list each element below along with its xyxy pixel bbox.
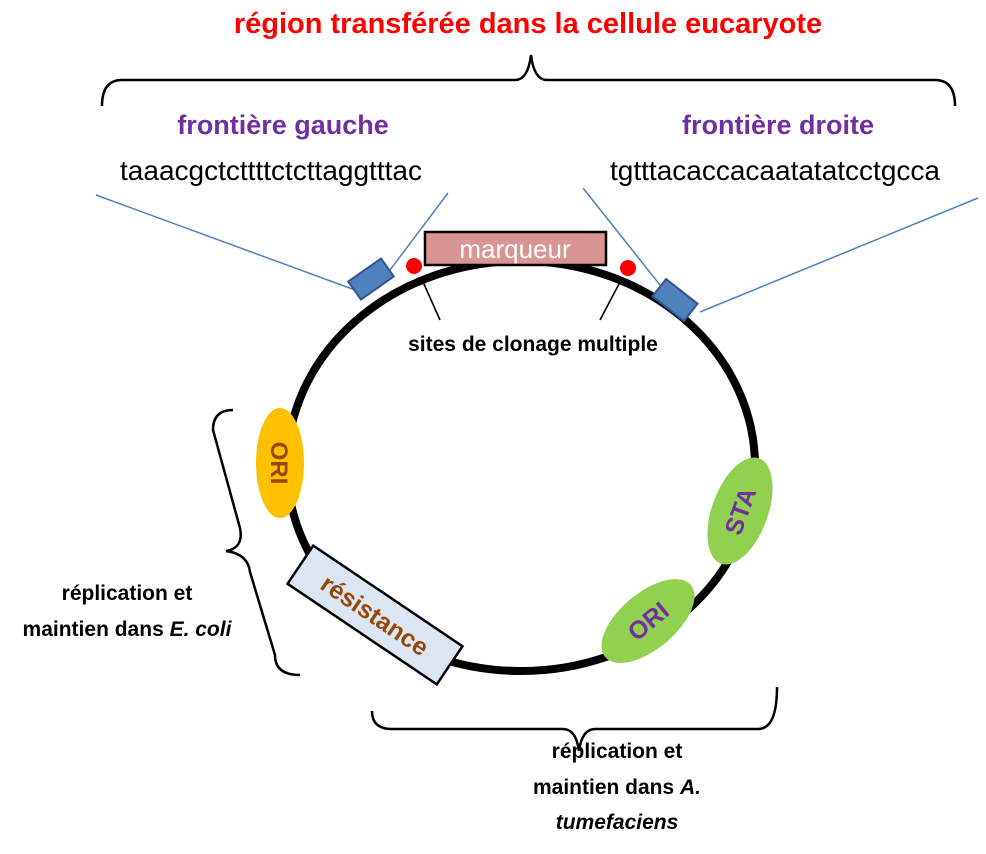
cloning-site-left (406, 258, 422, 274)
left-border-sequence: taaacgctcttttctcttaggtttac (120, 155, 422, 186)
marker-box (423, 230, 608, 267)
ori-ecoli-label: ORI (265, 442, 292, 485)
marker-label: marqueur (459, 234, 571, 264)
ecoli-replication-species: E. coli (170, 618, 233, 641)
left-border-box (346, 257, 396, 301)
bottom-brace (370, 686, 779, 752)
resistance-gene: résistance (285, 543, 465, 687)
top-brace (100, 54, 957, 107)
agro-replication-line2: maintien dans A. (533, 776, 701, 799)
right-border-box (651, 277, 699, 323)
arrow-left (417, 275, 441, 321)
ori-agro: ORI (601, 579, 695, 663)
ecoli-replication-line2-prefix: maintien dans (23, 618, 170, 641)
sta-element: STA (707, 457, 773, 565)
left-brace (211, 408, 301, 677)
right-border-sequence: tgtttacaccacaatatatcctgcca (610, 155, 940, 186)
ecoli-replication-line1: réplication et (62, 582, 193, 605)
cloning-site-right (620, 260, 636, 276)
guide-lines (95, 187, 979, 313)
left-border-label: frontière gauche (177, 110, 389, 140)
right-border-label: frontière droite (682, 110, 874, 140)
agro-replication-line3: tumefaciens (556, 811, 679, 834)
ecoli-replication-line2: maintien dans E. coli (23, 618, 233, 641)
cloning-sites-label: sites de clonage multiple (408, 333, 658, 356)
ori-ecoli (256, 408, 304, 518)
title: région transférée dans la cellule eucary… (234, 8, 822, 40)
agro-replication-genus: A. (679, 776, 701, 799)
agro-replication-line2-prefix: maintien dans (533, 776, 680, 799)
agro-replication-line1: réplication et (552, 740, 683, 763)
arrow-right (599, 275, 627, 321)
